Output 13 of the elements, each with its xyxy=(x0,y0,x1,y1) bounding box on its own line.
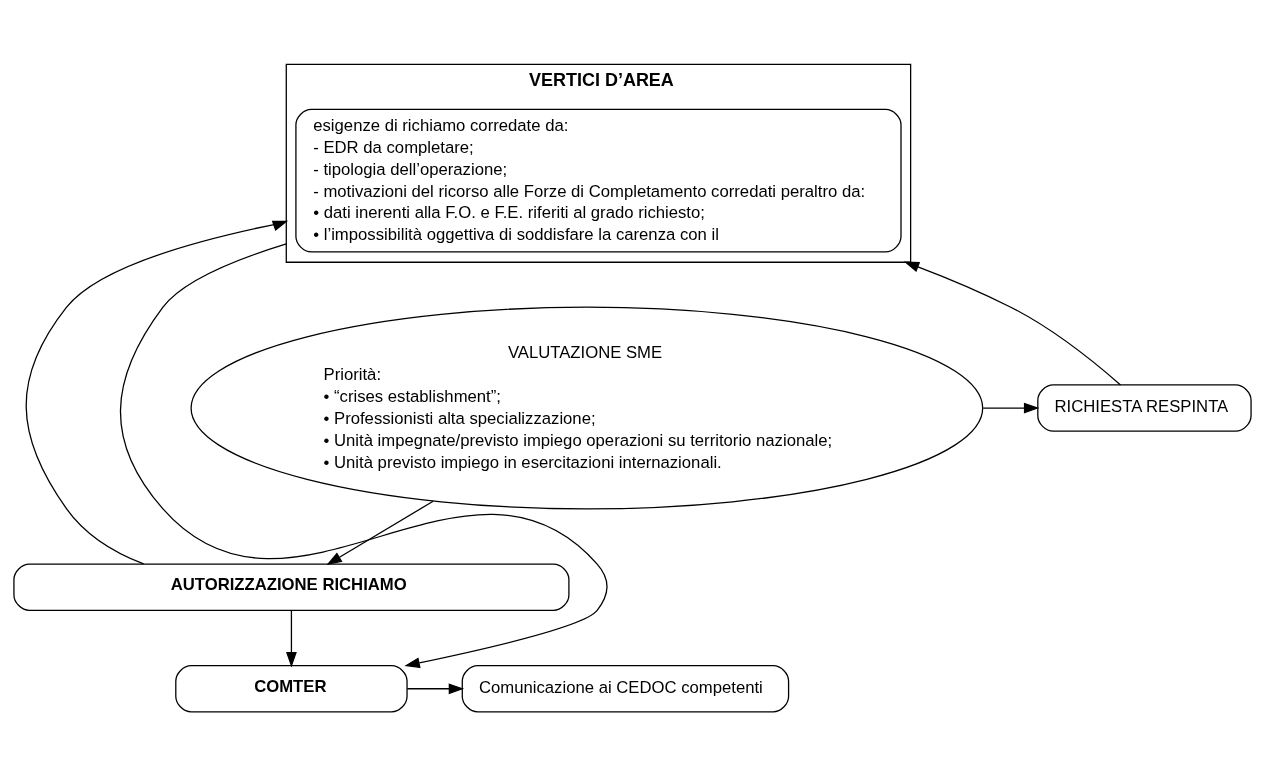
arrow xyxy=(119,243,608,669)
node-box: RICHIESTA RESPINTA xyxy=(1037,384,1252,432)
arrow xyxy=(903,261,1122,386)
node-box: COMTER xyxy=(175,664,408,713)
arrow xyxy=(326,500,434,565)
node-box: AUTORIZZAZIONE RICHIAMO xyxy=(13,563,570,611)
arrow xyxy=(25,220,289,565)
arrow xyxy=(982,402,1040,414)
node-ellipse: VALUTAZIONE SME Priorità: • “crises establishment”; • Professionisti alta specializzazione; • Unità impegnate/previsto impiego operazioni su territorio nazionale; • Unità previsto impiego in esercitazioni internazionali. xyxy=(190,306,984,510)
arrow xyxy=(406,683,465,695)
node-box: Comunicazione ai CEDOC competenti xyxy=(461,664,790,713)
node-box: esigenze di richiamo corredate da: - EDR da completare; - tipologia dell’operazione; - motivazioni del ricorso alle Forze di Completamento corredati peraltro da: • dati inerenti alla F.O. e F.E. riferiti al grado richiesto; • l’impossibilità oggettiva di soddisfare la carenza con il xyxy=(295,108,902,253)
arrow xyxy=(286,609,297,668)
